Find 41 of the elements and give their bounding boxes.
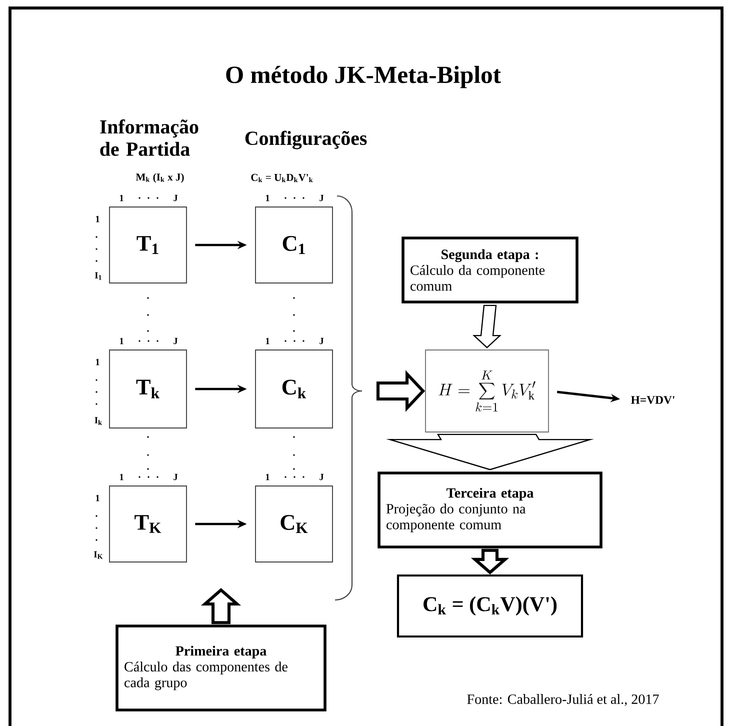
column-index: J <box>174 338 178 344</box>
column-index: 1 <box>266 474 270 480</box>
block-arrow <box>200 588 242 624</box>
formula-box: C$_{k}$ = (C$_{k}$V)(V') <box>396 574 584 638</box>
row-index: I$_{k}$ <box>94 417 102 425</box>
column-index: J <box>174 194 178 202</box>
column-index: 1 <box>266 338 270 344</box>
formula-box: $H = \sum_{k=1}^{K} V_k V'_{\mathrm{k}}$ <box>425 350 549 432</box>
heading: Configurações <box>245 130 367 150</box>
matrix-box: T$_{K}$ <box>109 486 187 562</box>
step-box: Terceira etapa Projeção do conjunto na componente comum <box>378 472 602 548</box>
column-index: 1 <box>120 338 124 344</box>
column-index: 1 <box>120 474 124 480</box>
column-index: 1 <box>120 194 124 202</box>
title: O método JK-Meta-Biplot <box>226 66 501 88</box>
column-index: J <box>320 194 324 202</box>
row-index: 1 <box>96 494 100 502</box>
matrix-label: M$_{k}$ (I$_{k}$ x J) <box>136 173 184 183</box>
block-arrow <box>470 548 510 574</box>
source-note: Fonte: Caballero-Juliá et al., 2017 <box>467 694 659 706</box>
matrix-box: C$_{K}$ <box>255 486 333 562</box>
heading: Informação de Partida <box>100 119 198 156</box>
matrix-box: C$_{1}$ <box>255 206 333 284</box>
matrix-box: T$_{k}$ <box>109 350 187 428</box>
row-index: I$_{1}$ <box>94 272 102 280</box>
result-text: H=VDV' <box>631 396 674 404</box>
step-box: Segunda etapa : Cálculo da componente comum <box>402 236 578 304</box>
row-index: 1 <box>96 358 100 366</box>
matrix-box: T$_{1}$ <box>109 206 187 284</box>
step-box: Primeira etapa Cálculo das componentes de cada grupo <box>116 624 326 712</box>
block-arrow <box>376 370 426 412</box>
matrix-label: C$_{k}$ = U$_{k}$D$_{k}$V'$_{k}$ <box>251 174 313 182</box>
column-index: J <box>174 474 178 480</box>
column-index: J <box>320 338 324 344</box>
column-index: J <box>320 474 324 480</box>
block-arrow <box>472 304 502 348</box>
block-arrow <box>386 434 594 470</box>
row-index: I$_{K}$ <box>94 551 103 559</box>
column-index: 1 <box>266 194 270 202</box>
row-index: 1 <box>96 216 100 222</box>
matrix-box: C$_{k}$ <box>255 350 333 428</box>
